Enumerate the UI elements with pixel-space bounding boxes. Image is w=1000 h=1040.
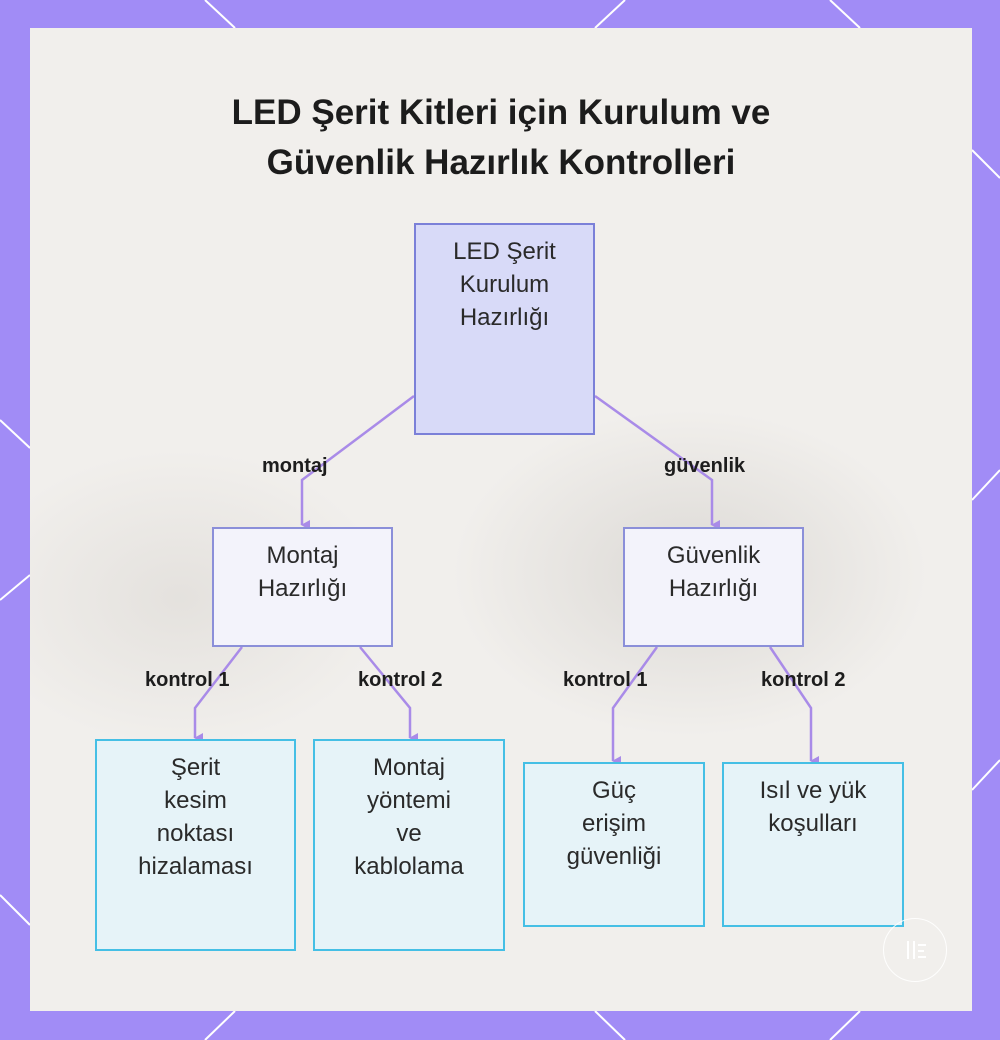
node-line: Montaj <box>372 754 446 781</box>
edge-label-montaj-kontrol-1: kontrol 1 <box>145 669 230 691</box>
diagram-title: LED Şerit Kitleri için Kurulum ve Güvenl… <box>30 88 972 188</box>
node-montaj-yontemi: Montaj yöntemi ve kablolama <box>313 739 505 951</box>
edge-guvenlik-k1 <box>611 646 659 766</box>
node-line: Güvenlik <box>666 542 761 569</box>
node-montaj-hazirligi: Montaj Hazırlığı <box>212 527 393 647</box>
node-line: erişim <box>581 810 646 837</box>
node-line: noktası <box>156 820 235 847</box>
diagram-panel: LED Şerit Kitleri için Kurulum ve Güvenl… <box>30 28 972 1011</box>
edge-label-guvenlik: güvenlik <box>664 455 746 477</box>
node-isil-yuk-kosullari: Isıl ve yük koşulları <box>722 762 904 927</box>
node-line: koşulları <box>768 810 858 837</box>
node-line: kesim <box>164 787 227 814</box>
node-line: Güç <box>591 777 636 804</box>
edge-root-montaj <box>300 395 415 530</box>
brand-logo-icon <box>883 918 947 982</box>
title-line-1: LED Şerit Kitleri için Kurulum ve <box>231 93 771 132</box>
node-line: Montaj <box>266 542 339 569</box>
node-line: hizalaması <box>138 853 253 880</box>
edge-label-guvenlik-kontrol-2: kontrol 2 <box>761 669 846 691</box>
logo-mark-icon <box>907 941 926 959</box>
node-line: Hazırlığı <box>668 575 759 602</box>
node-line: ve <box>396 820 422 847</box>
edge-montaj-k1 <box>193 646 243 743</box>
node-line: Hazırlığı <box>459 304 550 331</box>
node-line: Isıl ve yük <box>759 777 867 804</box>
edge-label-guvenlik-kontrol-1: kontrol 1 <box>563 669 648 691</box>
title-line-2: Güvenlik Hazırlık Kontrolleri <box>266 143 736 182</box>
node-guc-erisim-guvenligi: Güç erişim güvenliği <box>523 762 705 927</box>
edge-label-montaj: montaj <box>262 455 328 477</box>
node-line: Hazırlığı <box>257 575 348 602</box>
node-line: güvenliği <box>566 843 662 870</box>
node-line: yöntemi <box>366 787 452 814</box>
edge-root-guvenlik <box>594 394 720 530</box>
node-led-serit-kurulum: LED Şerit Kurulum Hazırlığı <box>414 223 595 435</box>
node-line: LED Şerit <box>453 238 556 265</box>
edge-guvenlik-k2 <box>768 646 819 766</box>
edge-montaj-k2 <box>359 646 418 743</box>
connector-lines <box>193 394 819 766</box>
node-line: Kurulum <box>459 271 550 298</box>
node-serit-kesim-noktasi: Şerit kesim noktası hizalaması <box>95 739 296 951</box>
edge-label-montaj-kontrol-2: kontrol 2 <box>358 669 443 691</box>
node-line: kablolama <box>354 853 464 880</box>
node-line: Şerit <box>170 754 221 781</box>
node-guvenlik-hazirligi: Güvenlik Hazırlığı <box>623 527 804 647</box>
